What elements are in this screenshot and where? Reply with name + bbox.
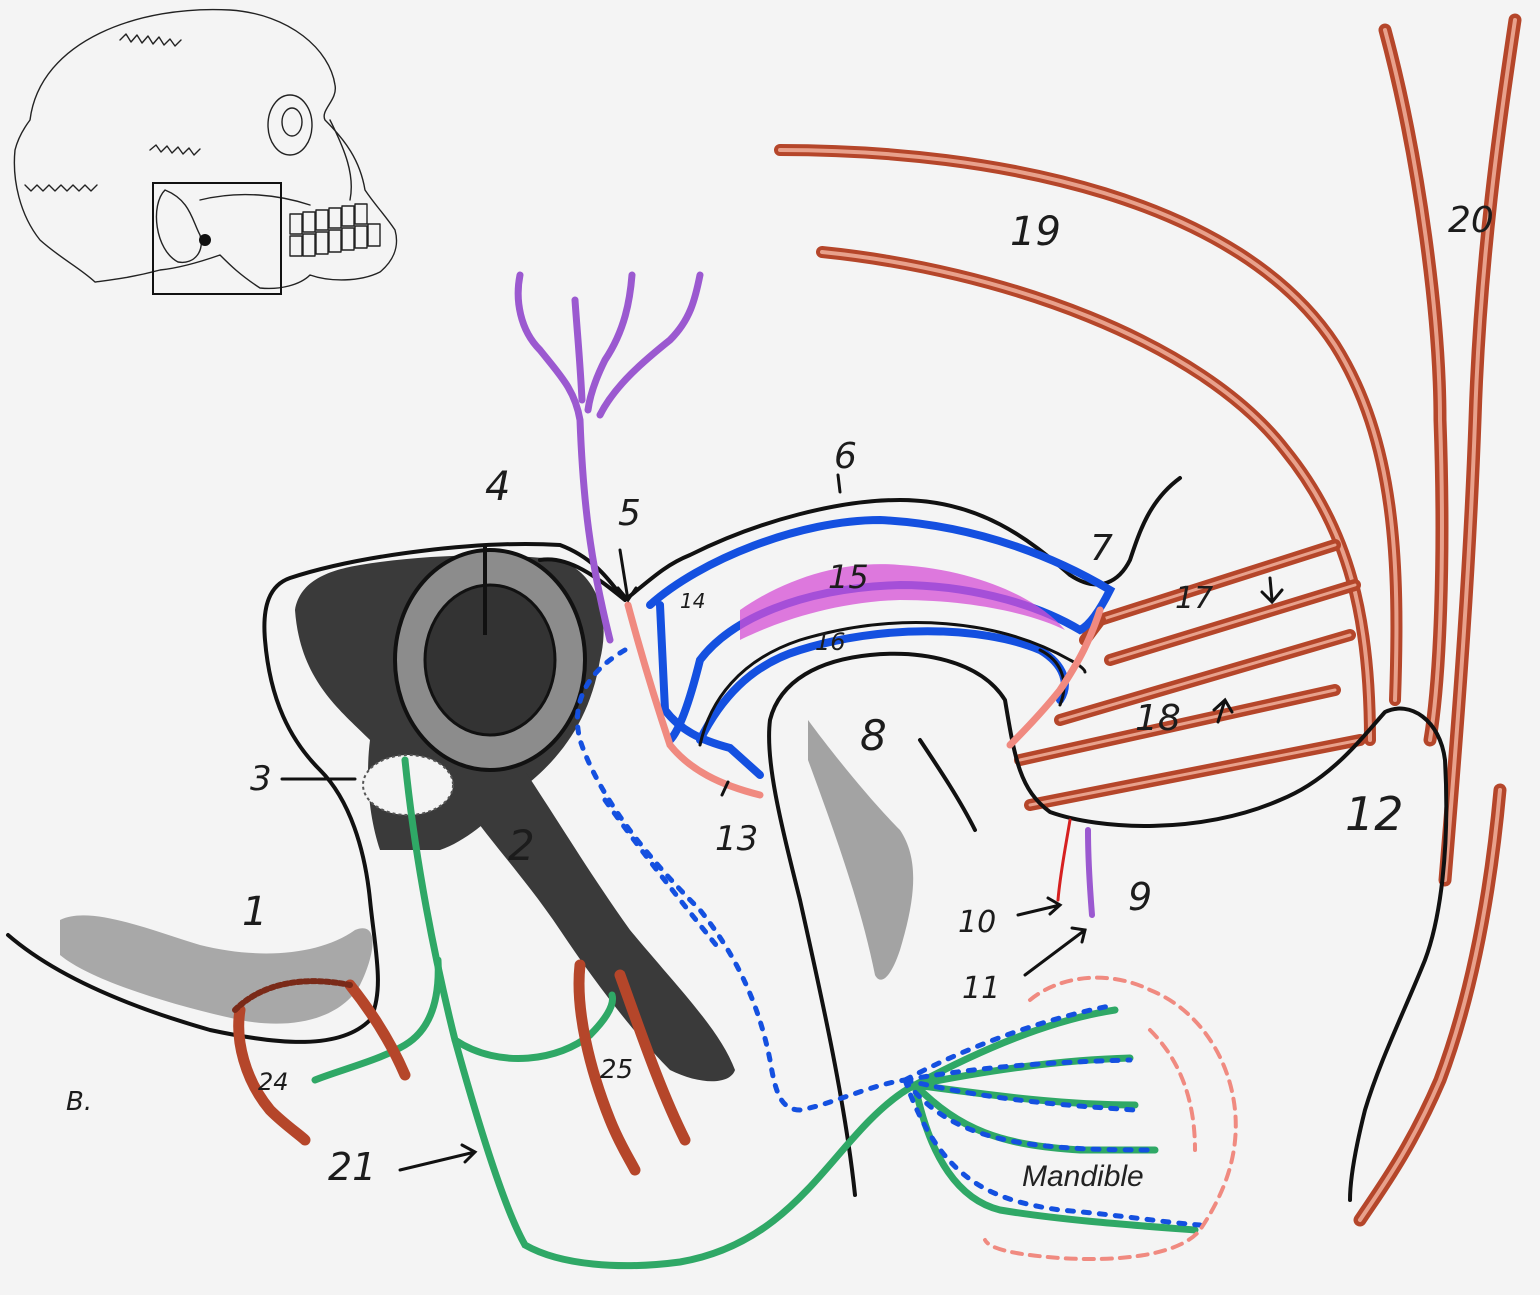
inset-region-box bbox=[153, 183, 281, 294]
label-13: 13 bbox=[715, 819, 758, 859]
vessel-10 bbox=[1058, 820, 1070, 900]
label-11: 11 bbox=[962, 971, 1000, 1006]
label-17: 17 bbox=[1175, 581, 1213, 616]
label-14: 14 bbox=[680, 589, 705, 613]
auricular-cartilage bbox=[60, 915, 373, 1023]
label-24: 24 bbox=[258, 1068, 289, 1096]
label-7: 7 bbox=[1090, 528, 1113, 569]
label-6: 6 bbox=[834, 436, 857, 477]
skull-lateral-icon bbox=[14, 10, 396, 294]
label-16: 16 bbox=[815, 628, 846, 656]
label-mandible: Mandible bbox=[1022, 1160, 1144, 1193]
label-19: 19 bbox=[1010, 209, 1061, 255]
label-corner-mark: B. bbox=[66, 1087, 92, 1117]
label-3: 3 bbox=[250, 759, 272, 799]
label-25: 25 bbox=[600, 1055, 633, 1085]
teeth bbox=[290, 204, 380, 256]
label-12: 12 bbox=[1345, 787, 1404, 841]
label-9: 9 bbox=[1128, 875, 1152, 919]
condyle-inner-line bbox=[920, 740, 975, 830]
ear-canal bbox=[199, 234, 211, 246]
label-10: 10 bbox=[958, 905, 996, 940]
label-18: 18 bbox=[1135, 698, 1181, 739]
label-1: 1 bbox=[242, 889, 267, 935]
label-2: 2 bbox=[508, 821, 535, 870]
label-8: 8 bbox=[860, 711, 887, 760]
label-20: 20 bbox=[1448, 200, 1494, 241]
nerve-9 bbox=[1088, 830, 1092, 915]
external-acoustic-meatus bbox=[425, 585, 555, 735]
label-5: 5 bbox=[618, 493, 641, 534]
label-21: 21 bbox=[328, 1145, 376, 1189]
label-4: 4 bbox=[485, 464, 510, 510]
label-15: 15 bbox=[828, 558, 869, 596]
